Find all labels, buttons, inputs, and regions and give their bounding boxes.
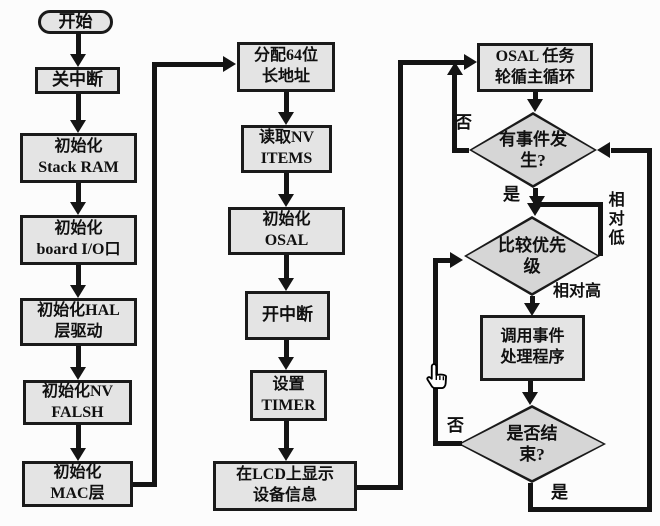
edge-priority-low-h: [540, 202, 603, 207]
node-enable-interrupts: 开中断: [245, 291, 330, 340]
node-init-nv-flash: 初始化NV FALSH: [23, 380, 132, 425]
decision-is-finished: 是否结 束?: [458, 405, 606, 483]
node-lcd-display: 在LCD上显示 设备信息: [213, 461, 357, 511]
decision-priority-label: 比较优先 级: [498, 235, 566, 276]
decision-compare-priority: 比较优先 级: [464, 216, 600, 296]
arrow-osal-event-head: [527, 99, 543, 112]
node-init-osal: 初始化 OSAL: [228, 207, 345, 255]
edge-finish-no-v: [433, 258, 438, 446]
arrow-nv-mac-head: [70, 448, 86, 461]
arrow-assign-read-head: [278, 112, 294, 125]
arrow-board-hal-head: [70, 285, 86, 298]
arrow-nv-mac-shaft: [76, 425, 81, 450]
edge-event-no-head: [447, 62, 463, 75]
arrow-disable-stack-shaft: [76, 94, 81, 122]
edge-finish-no-h2: [438, 258, 450, 263]
edge-finish-yes-head: [597, 142, 610, 158]
label-finish-yes: 是: [551, 483, 568, 502]
arrow-start-disable-shaft: [76, 32, 81, 56]
edge-lcd-osal-v: [398, 60, 403, 490]
label-event-yes: 是: [503, 185, 520, 204]
arrow-osal-enable-head: [278, 278, 294, 291]
arrow-start-disable-head: [70, 54, 86, 67]
arrow-enable-timer-shaft: [284, 340, 289, 359]
arrow-timer-lcd-shaft: [284, 421, 289, 450]
hand-cursor-icon: [421, 361, 455, 395]
arrow-read-osal-shaft: [284, 173, 289, 196]
edge-mac-assign-head: [223, 56, 236, 72]
label-priority-high: 相对高: [553, 283, 602, 300]
decision-event-occurred: 有事件发 生?: [469, 112, 597, 188]
edge-event-no-h: [452, 148, 469, 153]
label-priority-low: 相对低: [605, 191, 623, 248]
arrow-timer-lcd-head: [278, 448, 294, 461]
edge-lcd-osal-h2: [403, 60, 464, 65]
node-init-stack-ram: 初始化 Stack RAM: [20, 133, 137, 183]
arrow-handler-finished-head: [522, 392, 538, 405]
node-disable-interrupts: 关中断: [35, 67, 120, 94]
edge-mac-assign-h2: [157, 62, 224, 67]
arrow-priority-handler-shaft: [530, 296, 535, 306]
edge-priority-low-v: [598, 202, 603, 256]
node-start: 开始: [38, 10, 113, 34]
arrow-assign-read-shaft: [284, 92, 289, 114]
node-assign-addr: 分配64位 长地址: [237, 42, 335, 92]
label-finish-no: 否: [447, 416, 464, 435]
arrow-hal-nv-shaft: [76, 346, 81, 369]
arrow-hal-nv-head: [70, 367, 86, 380]
edge-finish-yes-h1: [528, 507, 652, 512]
edge-mac-assign-h1: [133, 482, 157, 487]
arrow-stack-board-shaft: [76, 183, 81, 204]
node-call-handler: 调用事件 处理程序: [480, 315, 585, 381]
node-init-mac: 初始化 MAC层: [22, 461, 133, 507]
edge-priority-low-head: [529, 196, 545, 209]
edge-finish-yes-h2: [611, 148, 652, 153]
arrow-stack-board-head: [70, 202, 86, 215]
decision-event-label: 有事件发 生?: [499, 129, 567, 170]
edge-finish-no-h1: [433, 441, 462, 446]
decision-finished-label: 是否结 束?: [506, 423, 558, 464]
node-init-hal: 初始化HAL 层驱动: [20, 298, 137, 346]
label-event-no: 否: [455, 113, 472, 132]
edge-finish-no-head: [450, 252, 463, 268]
node-set-timer: 设置 TIMER: [250, 370, 327, 421]
edge-lcd-osal-head: [464, 54, 477, 70]
edge-lcd-osal-h1: [357, 485, 403, 490]
edge-event-no-v: [452, 74, 457, 153]
edge-finish-yes-v1: [528, 483, 533, 512]
arrow-osal-event-shaft: [533, 92, 538, 102]
edge-finish-yes-v2: [647, 150, 652, 512]
arrow-osal-enable-shaft: [284, 255, 289, 280]
edge-mac-assign-v: [152, 62, 157, 487]
node-init-board-io: 初始化 board I/O口: [20, 215, 137, 265]
node-read-nv-items: 读取NV ITEMS: [241, 125, 332, 173]
arrow-priority-handler-head: [524, 303, 540, 316]
node-osal-main-loop: OSAL 任务 轮循主循环: [477, 43, 593, 92]
arrow-disable-stack-head: [70, 120, 86, 133]
arrow-handler-finished-shaft: [528, 381, 533, 393]
arrow-enable-timer-head: [278, 357, 294, 370]
arrow-read-osal-head: [278, 194, 294, 207]
arrow-board-hal-shaft: [76, 265, 81, 287]
